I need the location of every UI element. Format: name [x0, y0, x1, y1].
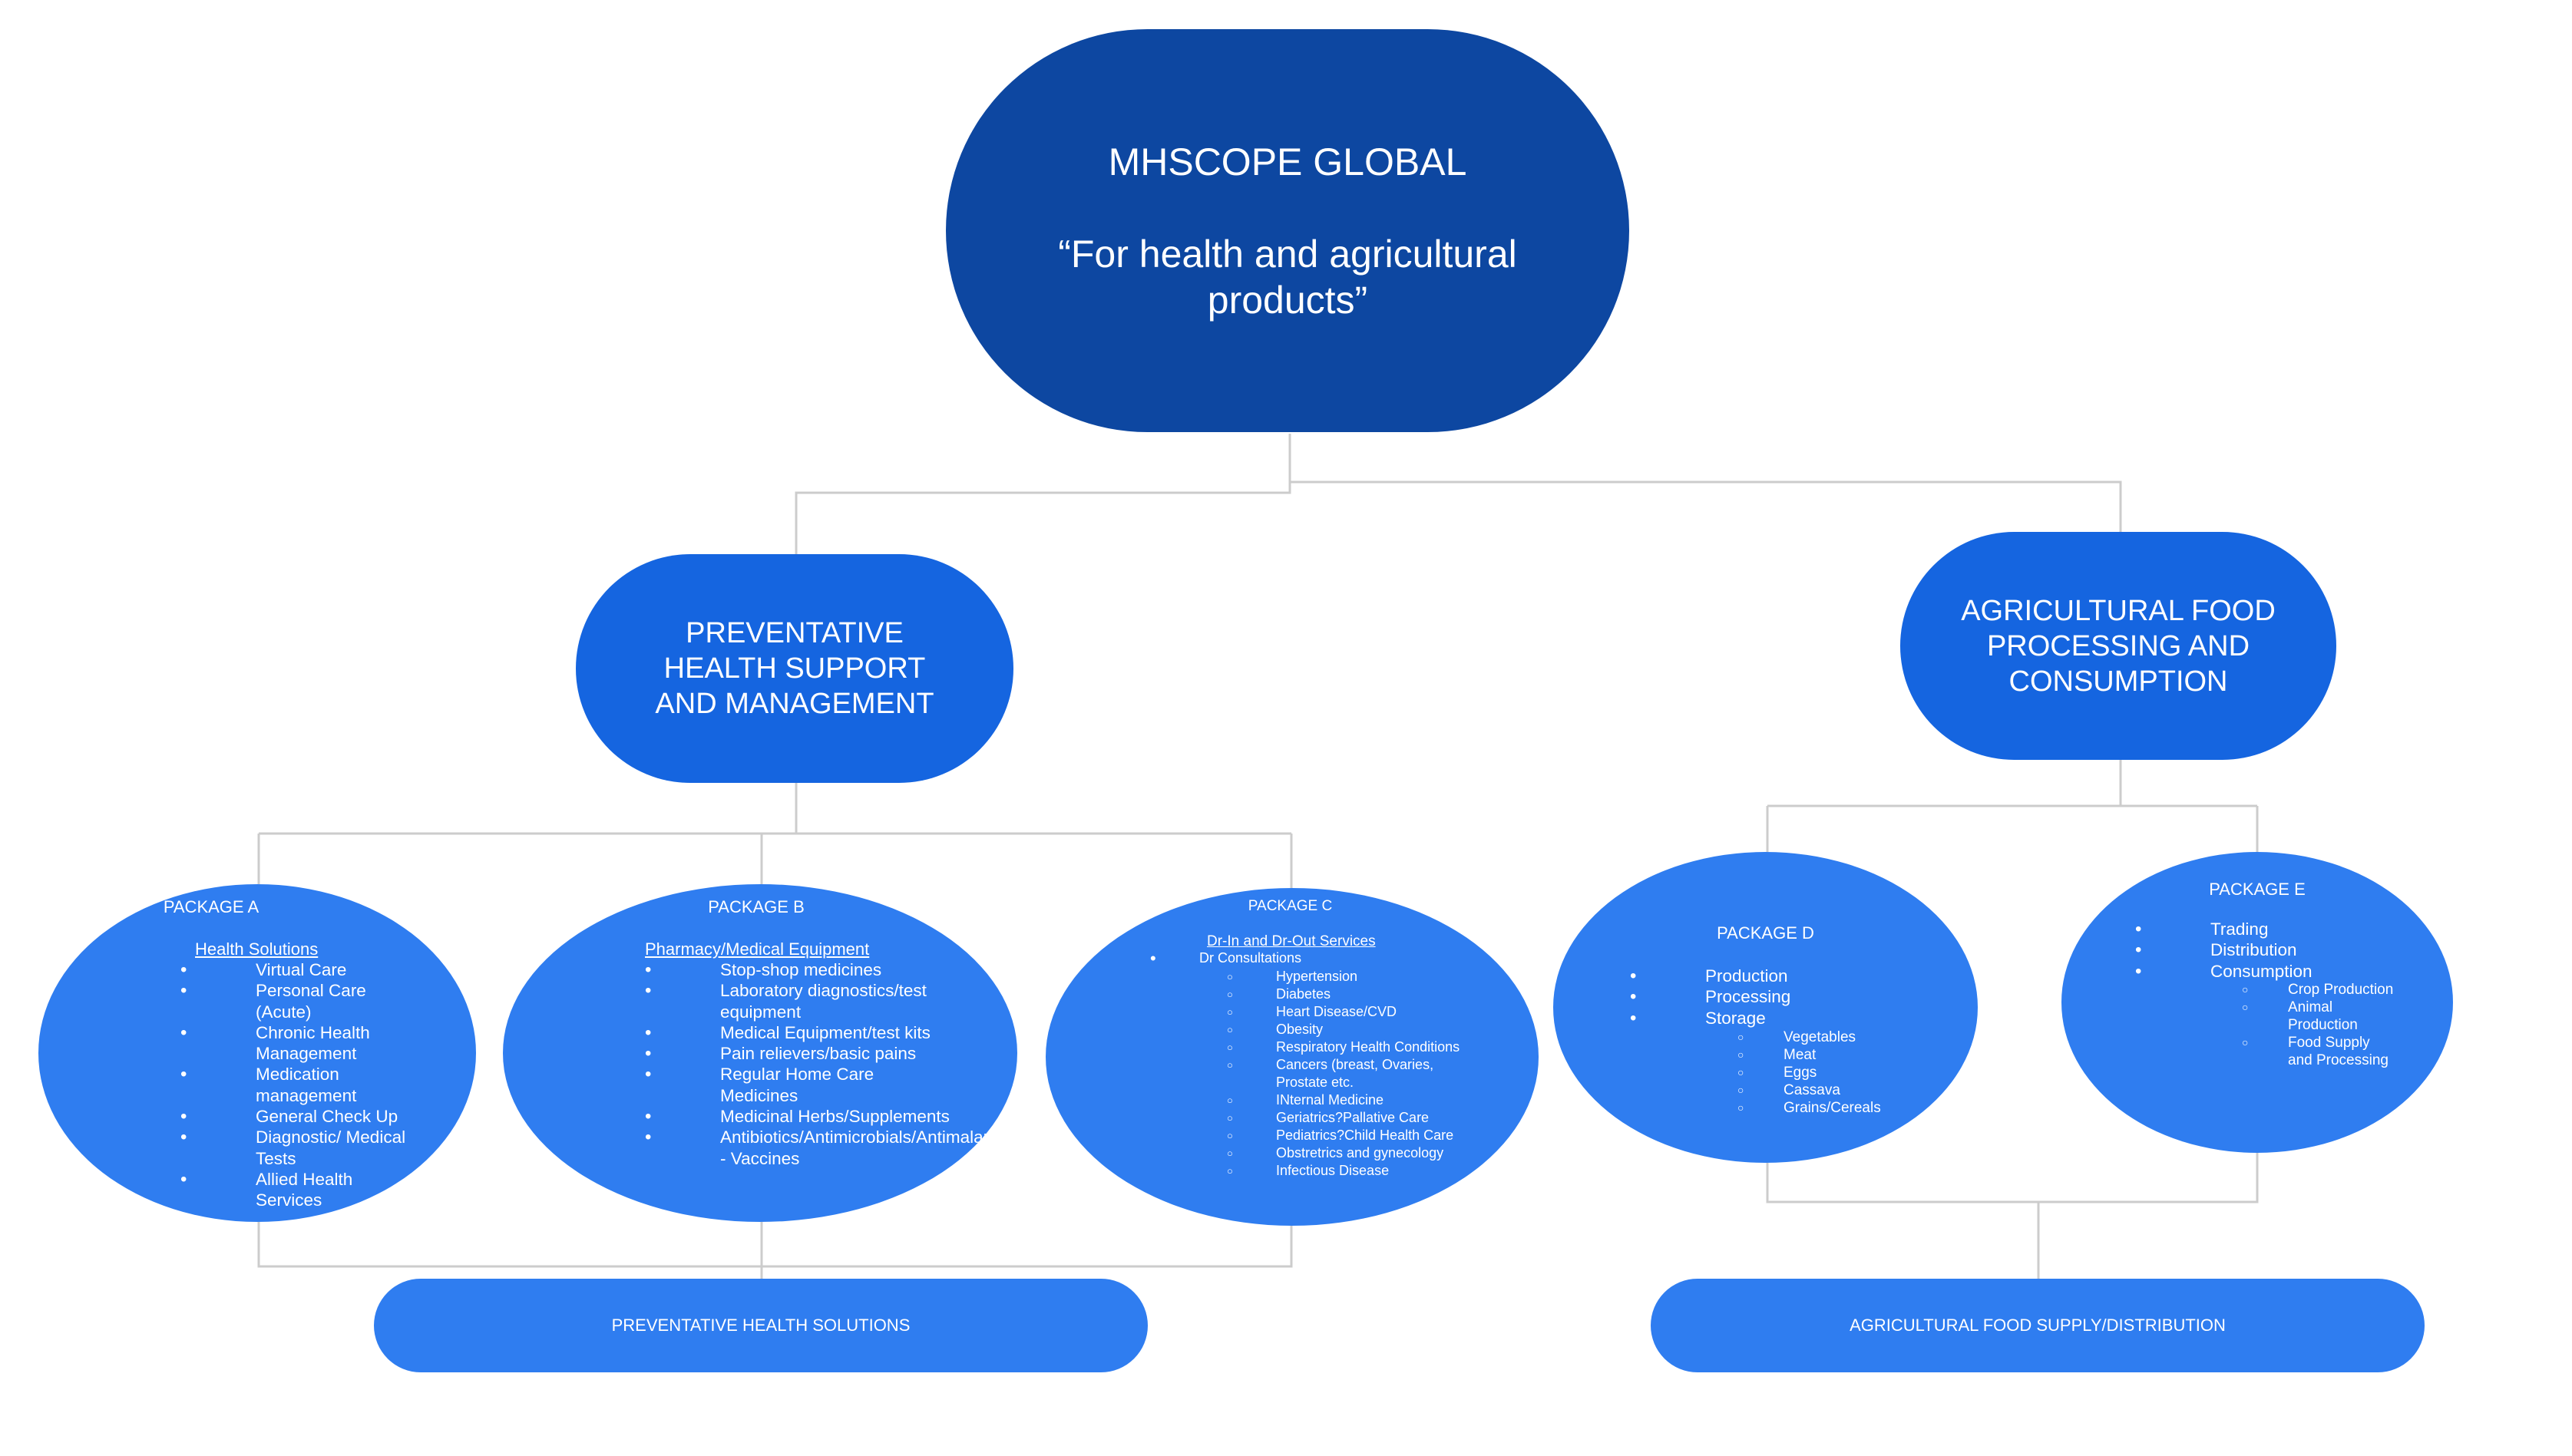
package-c-subtitle: Dr-In and Dr-Out Services — [1207, 933, 1376, 949]
package-b-subtitle: Pharmacy/Medical Equipment — [645, 939, 870, 959]
connector-packages-distribution — [1766, 1153, 2259, 1279]
package-e-sublist: Crop ProductionAnimal ProductionFood Sup… — [2242, 981, 2395, 1069]
root-tagline: “For health and agricultural products” — [1058, 232, 1517, 322]
connector-root-health — [795, 434, 1291, 554]
list-item: Grains/Cereals — [1737, 1099, 1937, 1117]
health-branch-title: PREVENTATIVE HEALTH SUPPORT AND MANAGEME… — [655, 617, 934, 720]
list-item: Consumption — [2135, 961, 2364, 982]
list-item: Eggs — [1737, 1064, 1937, 1081]
list-item: Diagnostic/ Medical Tests — [180, 1127, 409, 1169]
package-d-title: PACKAGE D — [1717, 923, 1814, 943]
package-a-node: PACKAGE A Health Solutions Virtual CareP… — [38, 884, 476, 1222]
list-item: Medical Equipment/test kits — [645, 1022, 950, 1044]
connector-packages-health-solutions — [257, 1222, 1293, 1279]
list-item: Diabetes — [1227, 986, 1476, 1003]
list-item: Obesity — [1227, 1021, 1476, 1038]
package-c-node: PACKAGE C Dr-In and Dr-Out Services Dr C… — [1046, 888, 1539, 1226]
list-item: Production — [1630, 966, 1859, 987]
connector-health-packages — [257, 783, 1293, 888]
list-item: Trading — [2135, 919, 2364, 940]
list-item: Food Supply and Processing — [2242, 1034, 2395, 1069]
list-item: Geriatrics?Pallative Care — [1227, 1109, 1476, 1127]
list-item: Cassava — [1737, 1081, 1937, 1099]
connector-root-agri — [1288, 434, 2122, 532]
root-title: MHSCOPE GLOBAL — [1108, 140, 1467, 183]
list-item: Obstretrics and gynecology — [1227, 1144, 1476, 1162]
list-item: Heart Disease/CVD — [1227, 1003, 1476, 1021]
list-item: Chronic Health Management — [180, 1022, 409, 1065]
package-d-list: ProductionProcessingStorage — [1630, 966, 1859, 1029]
package-d-sublist: VegetablesMeatEggsCassavaGrains/Cereals — [1737, 1028, 1937, 1117]
list-item: Cancers (breast, Ovaries, Prostate etc. — [1227, 1056, 1476, 1091]
list-item: Medication management — [180, 1064, 409, 1106]
package-b-list: Stop-shop medicinesLaboratory diagnostic… — [645, 959, 1015, 1169]
health-branch-node: PREVENTATIVE HEALTH SUPPORT AND MANAGEME… — [576, 554, 1013, 783]
list-item: Meat — [1737, 1046, 1937, 1064]
list-item: Personal Care (Acute) — [180, 980, 409, 1022]
connector-agri-packages — [1766, 760, 2259, 852]
package-c-title: PACKAGE C — [1248, 898, 1333, 914]
list-item: Stop-shop medicines — [645, 959, 950, 981]
list-item: Medicinal Herbs/Supplements — [645, 1106, 950, 1127]
list-item: Animal Production — [2242, 999, 2395, 1034]
list-item: Laboratory diagnostics/test equipment — [645, 980, 950, 1022]
agri-distribution-label: AGRICULTURAL FOOD SUPPLY/DISTRIBUTION — [1850, 1316, 2226, 1335]
agri-branch-node: AGRICULTURAL FOOD PROCESSING AND CONSUMP… — [1900, 532, 2336, 760]
package-a-subtitle: Health Solutions — [195, 939, 319, 959]
list-item: Infectious Disease — [1227, 1162, 1476, 1180]
package-a-title: PACKAGE A — [163, 897, 260, 916]
list-item: Vegetables — [1737, 1028, 1937, 1046]
package-e-node: PACKAGE E TradingDistributionConsumption… — [2061, 852, 2453, 1153]
package-b-title: PACKAGE B — [708, 897, 805, 916]
list-item: Pediatrics?Child Health Care — [1227, 1127, 1476, 1144]
list-item: Pain relievers/basic pains — [645, 1043, 950, 1065]
list-item: Respiratory Health Conditions — [1227, 1038, 1476, 1056]
package-d-node: PACKAGE D ProductionProcessingStorage Ve… — [1553, 852, 1978, 1163]
list-item: Regular Home Care Medicines — [645, 1064, 950, 1106]
health-solutions-label: PREVENTATIVE HEALTH SOLUTIONS — [611, 1316, 911, 1335]
package-e-list: TradingDistributionConsumption — [2135, 919, 2364, 982]
list-item: Virtual Care — [180, 959, 409, 981]
package-c-list: HypertensionDiabetesHeart Disease/CVDObe… — [1227, 968, 1476, 1180]
list-item: INternal Medicine — [1227, 1091, 1476, 1109]
agri-branch-title: AGRICULTURAL FOOD PROCESSING AND CONSUMP… — [1961, 594, 2276, 698]
package-e-title: PACKAGE E — [2209, 880, 2306, 899]
package-b-node: PACKAGE B Pharmacy/Medical Equipment Sto… — [503, 884, 1017, 1222]
list-item: Hypertension — [1227, 968, 1476, 986]
list-item: General Check Up — [180, 1106, 409, 1127]
package-a-list: Virtual CarePersonal Care (Acute)Chronic… — [180, 959, 409, 1211]
list-item: Antibiotics/Antimicrobials/Antimalarials… — [645, 1127, 1015, 1169]
root-node: MHSCOPE GLOBAL “For health and agricultu… — [946, 29, 1629, 432]
package-c-group: Dr Consultations — [1150, 949, 1301, 967]
list-item: Processing — [1630, 986, 1859, 1008]
list-item: Storage — [1630, 1008, 1859, 1029]
list-item: Crop Production — [2242, 981, 2395, 999]
health-solutions-node: PREVENTATIVE HEALTH SOLUTIONS — [374, 1279, 1148, 1372]
list-item: Distribution — [2135, 939, 2364, 961]
list-item: Allied Health Services — [180, 1169, 409, 1211]
agri-distribution-node: AGRICULTURAL FOOD SUPPLY/DISTRIBUTION — [1651, 1279, 2425, 1372]
